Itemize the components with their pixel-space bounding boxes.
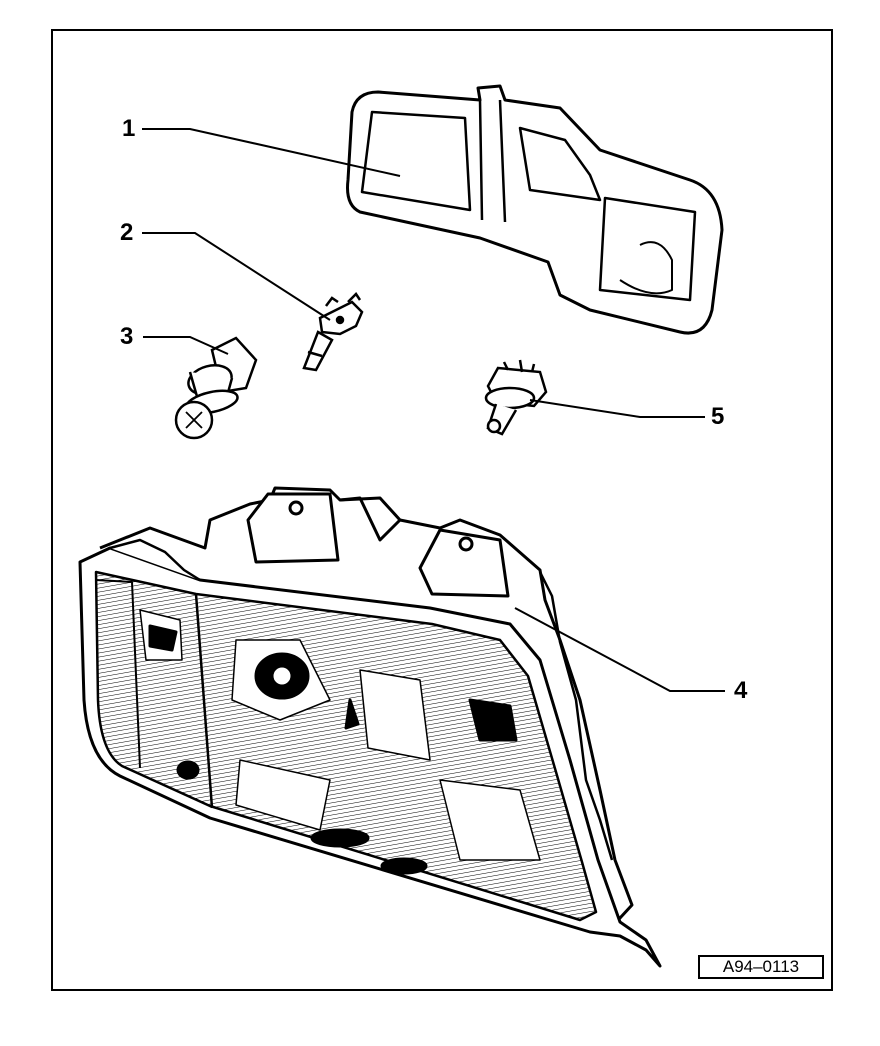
leader-line-2 [142,232,331,321]
h4-bulb-part [484,359,548,436]
headlight-housing-part [78,486,662,968]
leader-lines [142,128,725,692]
figure-frame [51,29,833,991]
figure-id-label: A94–0113 [698,955,824,979]
callout-2: 2 [120,219,134,246]
sidelight-bulb-part [174,336,258,440]
callout-5: 5 [711,403,725,430]
h7-bulb-part [302,292,364,372]
callout-3: 3 [120,323,134,350]
gasket-cover-part [346,84,724,335]
leader-line-1 [142,128,401,177]
leader-line-4 [514,607,725,692]
callout-1: 1 [122,115,136,142]
callout-4: 4 [734,677,748,704]
leader-line-3 [143,336,229,355]
leader-line-5 [529,399,705,418]
